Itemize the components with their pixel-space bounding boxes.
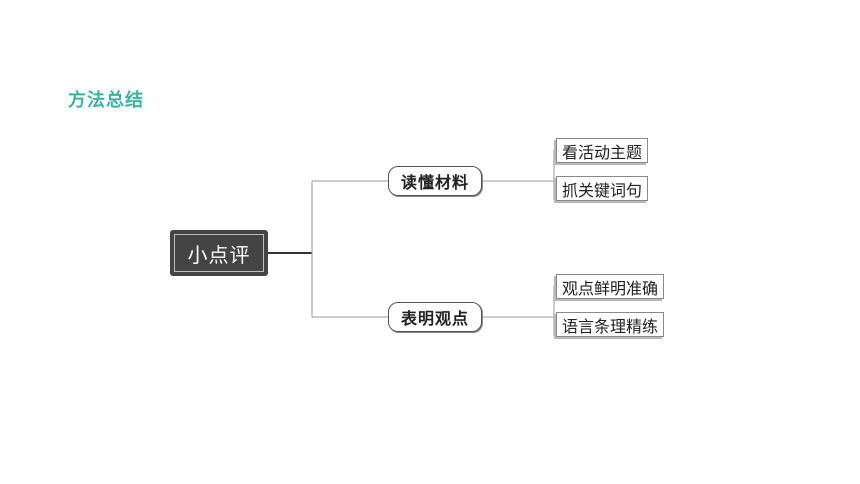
leaf-node-clear-opinion: 观点鲜明准确 [556, 274, 665, 299]
branch-node-state-opinion: 表明观点 [388, 302, 482, 332]
root-label: 小点评 [174, 234, 264, 272]
leaf-node-activity-theme: 看活动主题 [556, 138, 649, 163]
section-title: 方法总结 [68, 90, 144, 111]
branch-node-read-material: 读懂材料 [388, 166, 482, 196]
root-node: 小点评 [170, 230, 268, 276]
leaf-node-key-words: 抓关键词句 [556, 176, 649, 201]
leaf-node-concise-language: 语言条理精练 [556, 312, 665, 337]
